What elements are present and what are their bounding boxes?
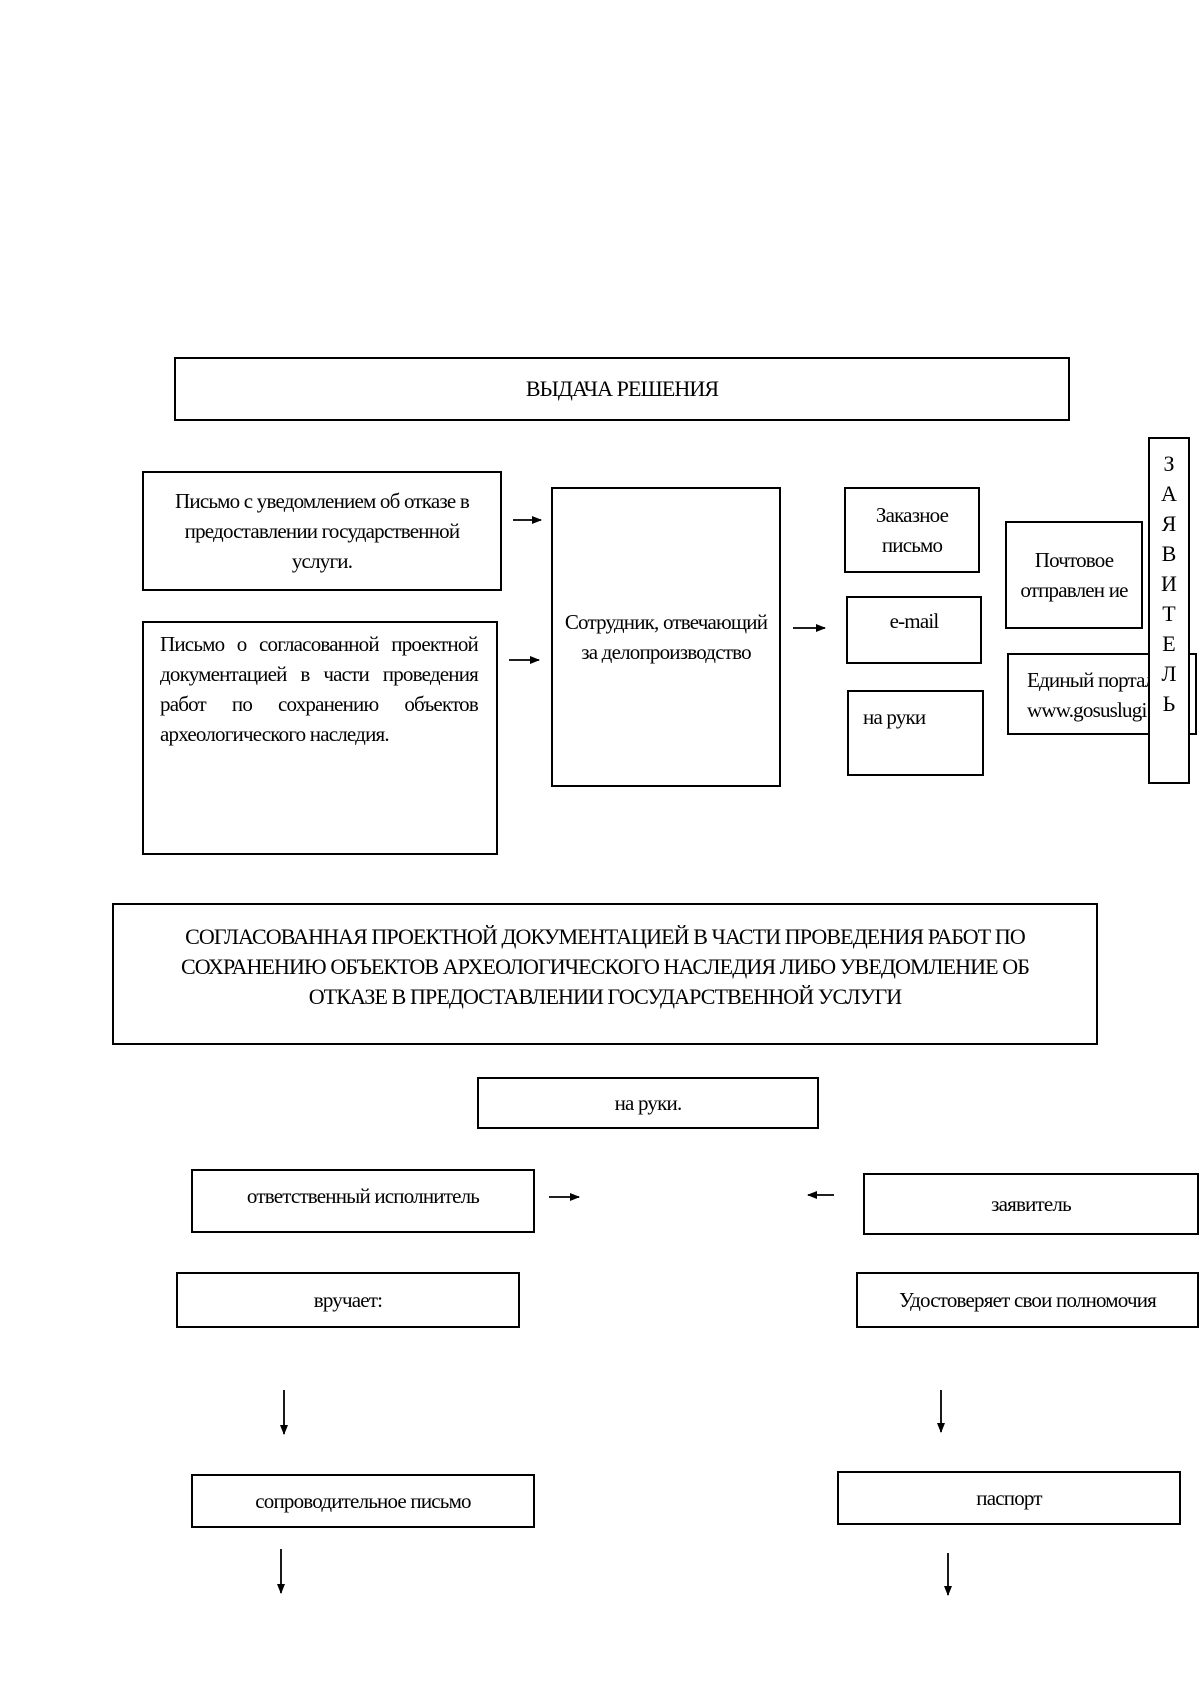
by-hand-box: на руки	[847, 690, 984, 776]
applicant-vertical-letter: Ь	[1162, 691, 1176, 716]
applicant-vertical-letter: Т	[1162, 601, 1176, 626]
result-text: СОГЛАСОВАННАЯ ПРОЕКТНОЙ ДОКУМЕНТАЦИЕЙ В …	[180, 924, 1030, 1009]
applicant-vertical-letter: Л	[1161, 661, 1177, 686]
approval-letter-box: Письмо о согласованной проектной докумен…	[142, 621, 498, 855]
result-box: СОГЛАСОВАННАЯ ПРОЕКТНОЙ ДОКУМЕНТАЦИЕЙ В …	[112, 903, 1098, 1045]
email-text: e-mail	[889, 609, 940, 633]
by-hand-2-text: на руки.	[614, 1091, 683, 1115]
cover-letter-text: сопроводительное письмо	[255, 1489, 471, 1513]
applicant-vertical-letter: Я	[1161, 511, 1177, 536]
applicant-vertical-letter: В	[1161, 541, 1177, 566]
executor-text: ответственный исполнитель	[246, 1184, 480, 1208]
executor-box: ответственный исполнитель	[191, 1169, 535, 1233]
certifies-box: Удостоверяет свои полномочия	[856, 1272, 1199, 1328]
by-hand-2-box: на руки.	[477, 1077, 819, 1129]
issue-decision-text: ВЫДАЧА РЕШЕНИЯ	[525, 376, 719, 401]
passport-box: паспорт	[837, 1471, 1181, 1525]
applicant-vertical-letter: А	[1161, 481, 1177, 506]
registered-mail-text: Заказное письмо	[875, 503, 949, 557]
applicant-vertical-letter: Е	[1162, 631, 1176, 656]
certifies-text: Удостоверяет свои полномочия	[898, 1288, 1157, 1312]
registered-mail-box: Заказное письмо	[844, 487, 980, 573]
portal-text: Единый портал www.gosuslugi	[1027, 668, 1155, 722]
refusal-letter-text: Письмо с уведомлением об отказе в предос…	[175, 489, 470, 573]
refusal-letter-box: Письмо с уведомлением об отказе в предос…	[142, 471, 502, 591]
issue-decision-box: ВЫДАЧА РЕШЕНИЯ	[174, 357, 1070, 421]
applicant-box: заявитель	[863, 1173, 1199, 1235]
hands-over-text: вручает:	[313, 1288, 383, 1312]
approval-letter-text: Письмо о согласованной проектной докумен…	[160, 632, 479, 746]
applicant-vertical-letter: И	[1161, 571, 1177, 596]
employee-text: Сотрудник, отвечающий за делопроизводств…	[564, 610, 768, 664]
employee-box: Сотрудник, отвечающий за делопроизводств…	[551, 487, 781, 787]
passport-text: паспорт	[976, 1486, 1042, 1510]
by-hand-text: на руки	[863, 705, 926, 729]
applicant-text: заявитель	[991, 1192, 1072, 1216]
cover-letter-box: сопроводительное письмо	[191, 1474, 535, 1528]
applicant-vertical-letter: З	[1163, 451, 1175, 476]
email-box: e-mail	[846, 596, 982, 664]
postal-box: Почтовое отправлен ие	[1005, 521, 1143, 629]
hands-over-box: вручает:	[176, 1272, 520, 1328]
postal-text: Почтовое отправлен ие	[1020, 548, 1128, 602]
